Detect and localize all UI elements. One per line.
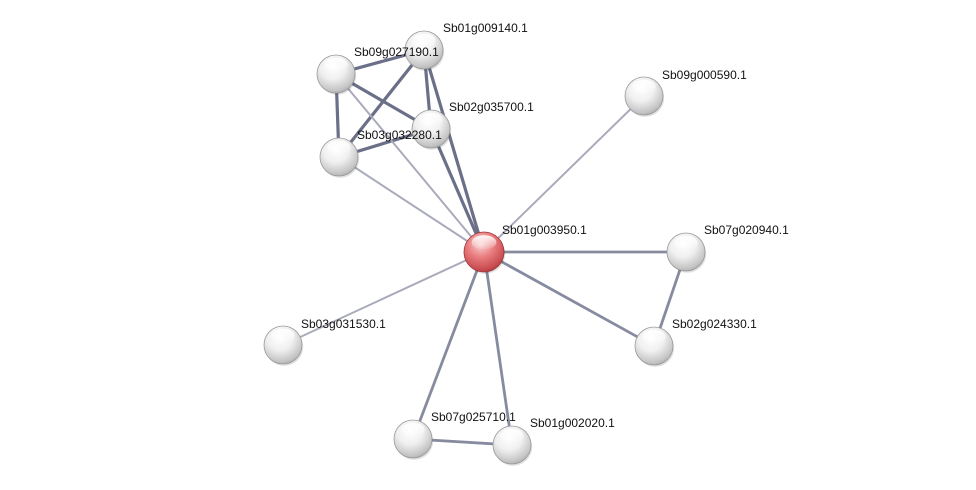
protein-node[interactable]: Sb09g027190.1 xyxy=(316,45,439,95)
protein-node[interactable]: Sb03g032280.1 xyxy=(319,128,442,178)
node-highlight xyxy=(500,429,524,443)
node-highlight xyxy=(419,113,443,127)
node-highlight xyxy=(401,423,425,437)
node-label: Sb01g009140.1 xyxy=(443,21,528,35)
node-highlight xyxy=(674,236,698,250)
edge-n8-n0 xyxy=(282,251,485,346)
node-label: Sb02g024330.1 xyxy=(672,317,757,331)
edge-n5-n0 xyxy=(483,95,645,253)
node-label: Sb03g032280.1 xyxy=(357,128,442,142)
edge-n4-n0 xyxy=(338,156,485,253)
edge-n3-n0 xyxy=(429,127,486,254)
protein-node[interactable]: Sb02g024330.1 xyxy=(634,317,757,367)
protein-node[interactable]: Sb02g035700.1 xyxy=(411,100,534,150)
node-highlight xyxy=(324,58,348,72)
node-highlight xyxy=(327,141,351,155)
node-highlight xyxy=(632,80,656,94)
node-highlight xyxy=(271,329,295,343)
node-label: Sb07g025710.1 xyxy=(431,410,516,424)
protein-node[interactable]: Sb01g009140.1 xyxy=(404,21,528,71)
protein-node[interactable]: Sb09g000590.1 xyxy=(624,68,747,117)
edge-n7-n0 xyxy=(482,250,656,348)
protein-node[interactable]: Sb01g002020.1 xyxy=(492,416,615,466)
node-label: Sb03g031530.1 xyxy=(301,317,386,331)
query-node[interactable]: Sb01g003950.1 xyxy=(463,223,587,274)
edge-n1-n4 xyxy=(337,48,426,159)
edge-n1-n0 xyxy=(422,48,486,254)
node-label: Sb01g003950.1 xyxy=(502,223,587,237)
node-label: Sb09g027190.1 xyxy=(354,45,439,59)
node-label: Sb01g002020.1 xyxy=(530,416,615,430)
node-label: Sb02g035700.1 xyxy=(449,100,534,114)
node-highlight xyxy=(642,330,666,344)
node-label: Sb07g020940.1 xyxy=(704,223,789,237)
node-highlight xyxy=(471,235,497,250)
protein-node[interactable]: Sb07g025710.1 xyxy=(393,410,516,460)
edge-n9-n0 xyxy=(411,250,486,441)
edge-n10-n0 xyxy=(482,250,514,447)
protein-node[interactable]: Sb03g031530.1 xyxy=(263,317,386,366)
edge-n2-n0 xyxy=(335,73,485,253)
nodes-layer: Sb01g009140.1Sb09g027190.1Sb02g035700.1S… xyxy=(263,21,789,466)
node-highlight xyxy=(412,34,436,48)
node-label: Sb09g000590.1 xyxy=(662,68,747,82)
protein-node[interactable]: Sb07g020940.1 xyxy=(666,223,789,273)
